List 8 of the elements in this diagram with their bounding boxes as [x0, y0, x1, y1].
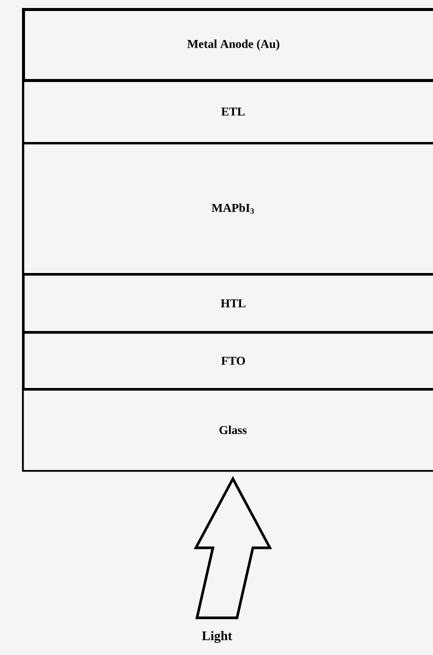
layer-box: HTL	[22, 273, 433, 334]
block-arrow	[194, 476, 272, 620]
layer-box: MAPbI$_{3}$	[22, 142, 433, 276]
light-label: Light	[202, 631, 232, 643]
layer-box: FTO	[22, 331, 433, 391]
layer-box: Glass	[22, 388, 433, 472]
layer-box: ETL	[22, 79, 433, 144]
layer-box: Metal Anode (Au)	[22, 8, 433, 82]
